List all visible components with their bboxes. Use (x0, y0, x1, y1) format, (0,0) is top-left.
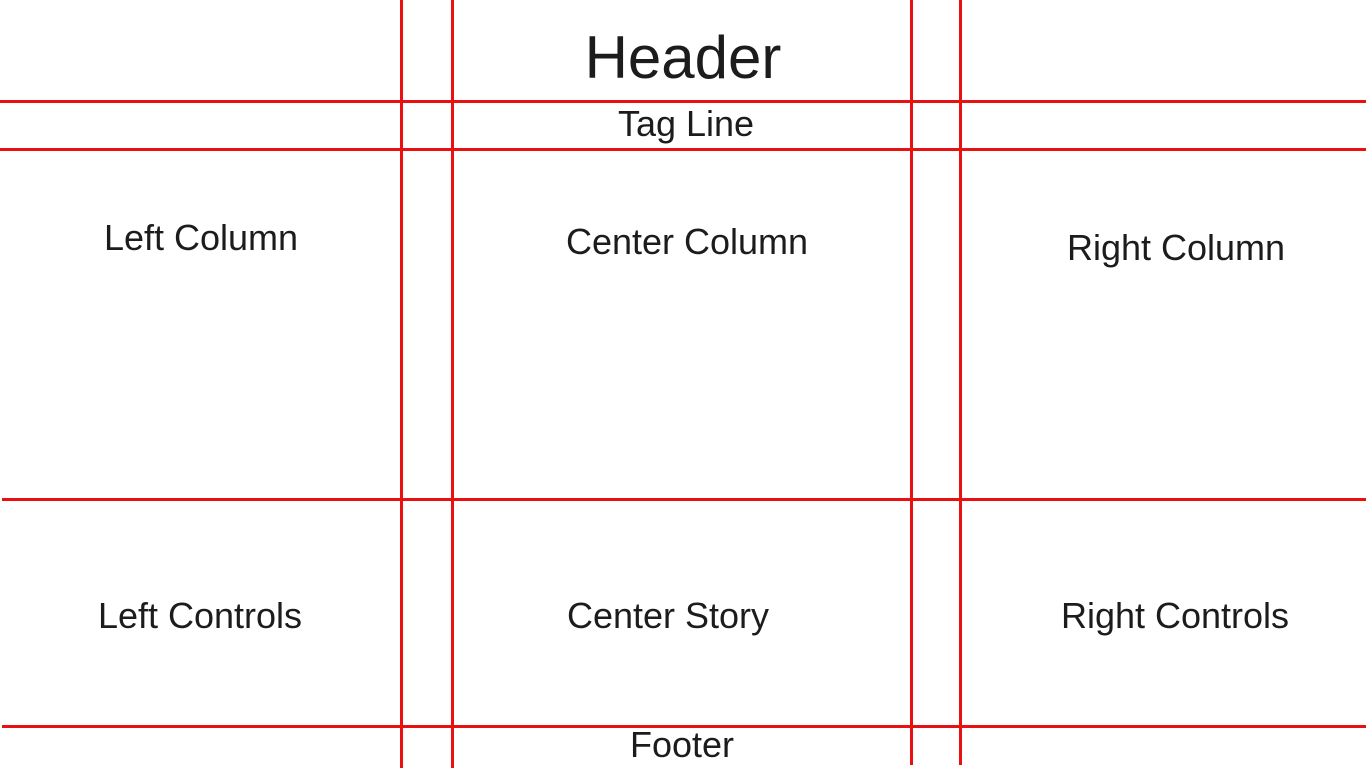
right-controls-label: Right Controls (1060, 595, 1290, 636)
grid-line-horizontal-header (0, 100, 1366, 103)
grid-line-vertical-3 (910, 0, 913, 765)
grid-line-horizontal-columns (2, 498, 1366, 501)
grid-line-vertical-2 (451, 0, 454, 768)
grid-line-vertical-4 (959, 0, 962, 765)
grid-line-vertical-1 (400, 0, 403, 768)
header-label: Header (584, 24, 782, 91)
footer-label: Footer (629, 724, 735, 765)
left-controls-label: Left Controls (97, 595, 303, 636)
tag-line-label: Tag Line (617, 103, 755, 144)
center-column-label: Center Column (565, 221, 809, 262)
grid-line-horizontal-tagline (0, 148, 1366, 151)
left-column-label: Left Column (103, 217, 299, 258)
right-column-label: Right Column (1066, 227, 1286, 268)
grid-line-horizontal-footer (2, 725, 1366, 728)
center-story-label: Center Story (566, 595, 770, 636)
